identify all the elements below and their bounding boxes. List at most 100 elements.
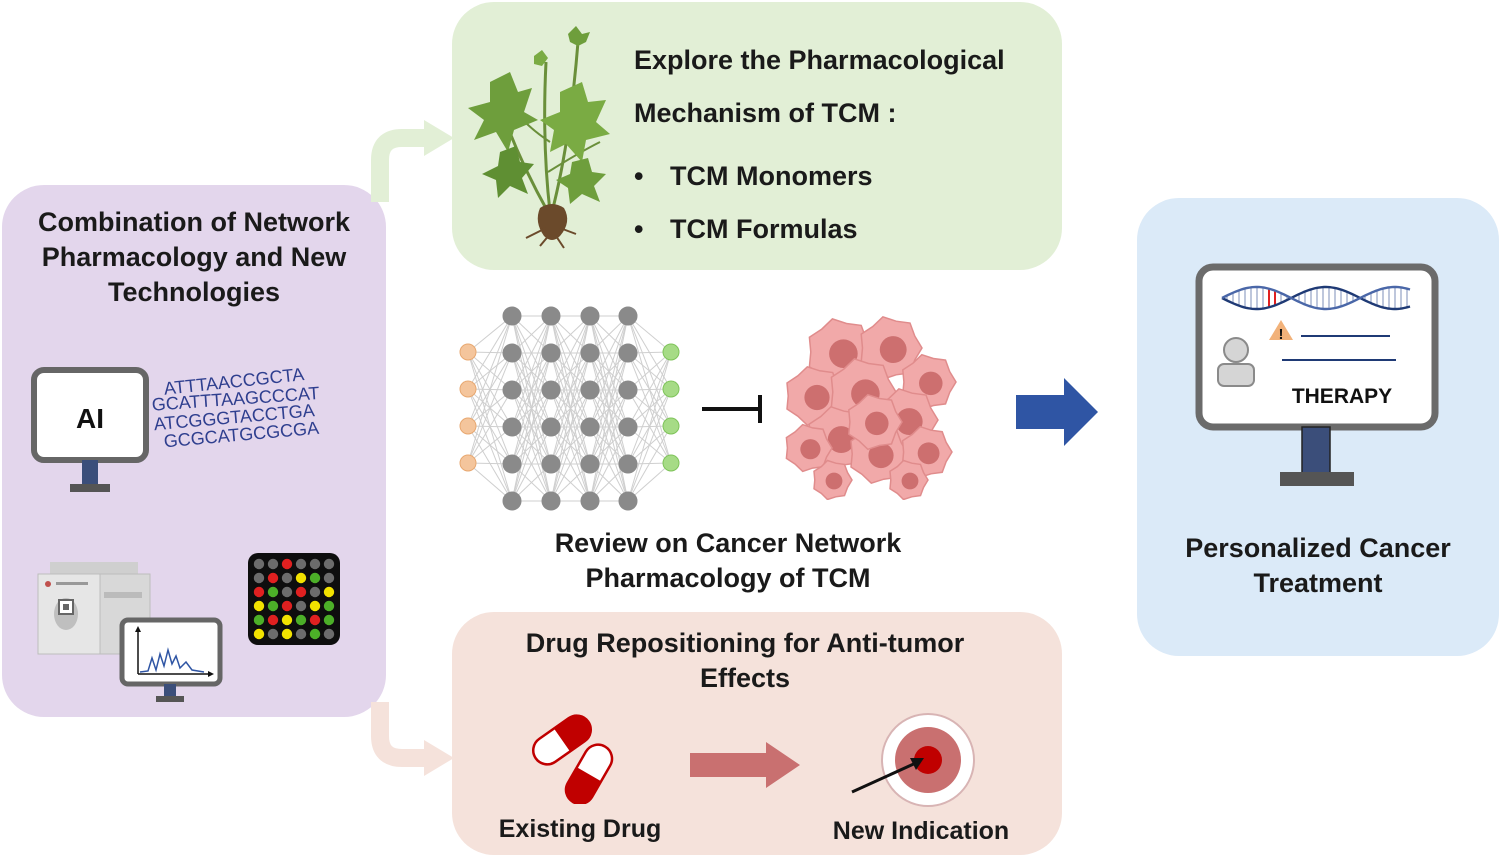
network-edge xyxy=(511,426,552,502)
cancer-cells xyxy=(785,315,957,500)
herb-plant-icon xyxy=(468,26,610,249)
neural-network-nodes xyxy=(459,306,680,511)
network-edge xyxy=(550,426,591,502)
cell-nucleus xyxy=(879,336,907,364)
network-node xyxy=(618,343,638,363)
network-node xyxy=(662,454,680,472)
microarray-spot xyxy=(267,572,279,584)
network-node xyxy=(541,343,561,363)
network-edge xyxy=(589,315,629,391)
cell-nucleus xyxy=(825,472,843,490)
tcm-bullet-label: TCM Formulas xyxy=(670,214,858,244)
network-node xyxy=(502,454,522,474)
network-edge xyxy=(627,425,672,502)
blue-right-arrow-icon xyxy=(1016,378,1098,446)
network-node xyxy=(459,343,477,361)
tcm-bullet-label: TCM Monomers xyxy=(670,161,873,191)
microarray-spot xyxy=(309,600,321,612)
curved-arrow-bottom xyxy=(371,702,454,776)
microarray-spot xyxy=(309,586,321,598)
dna-sequence-icon: ATTTAACCGCTA GCATTTAAGCCCAT ATCGGGTACCTG… xyxy=(151,364,320,451)
microarray-spot xyxy=(281,600,293,612)
center-caption-line: Pharmacology of TCM xyxy=(585,563,871,593)
network-node xyxy=(580,306,600,326)
network-node xyxy=(541,454,561,474)
network-edge xyxy=(467,315,513,464)
microarray-spot xyxy=(253,586,265,598)
network-edge xyxy=(511,315,552,465)
cell-nucleus xyxy=(895,408,923,436)
microarray-spot xyxy=(323,628,335,640)
network-edge xyxy=(550,315,591,465)
network-edge xyxy=(589,315,629,465)
network-node xyxy=(580,454,600,474)
network-edge xyxy=(627,462,672,502)
existing-drug-label: Existing Drug xyxy=(498,815,662,843)
microarray-spot xyxy=(295,614,307,626)
network-edge xyxy=(627,351,672,428)
microarray-spot xyxy=(281,586,293,598)
network-node xyxy=(541,417,561,437)
microarray-spot xyxy=(253,572,265,584)
left-title-line: Pharmacology and New xyxy=(41,242,347,272)
cell-nucleus xyxy=(829,339,858,368)
microarray-spot xyxy=(309,558,321,570)
microarray-spot xyxy=(323,586,335,598)
network-node xyxy=(502,380,522,400)
drug-title-line: Drug Repositioning for Anti-tumor xyxy=(525,628,965,658)
dna-helix-icon xyxy=(1221,285,1411,311)
target-icon xyxy=(851,713,975,807)
network-node xyxy=(580,417,600,437)
network-edge xyxy=(589,315,629,428)
right-caption: Personalized Cancer Treatment xyxy=(1137,531,1499,601)
network-node xyxy=(662,343,680,361)
microarray-spot xyxy=(323,558,335,570)
center-caption-line: Review on Cancer Network xyxy=(554,528,902,558)
microarray-spot xyxy=(295,572,307,584)
network-node xyxy=(502,306,522,326)
network-edge xyxy=(511,315,552,428)
microarray-spot xyxy=(267,586,279,598)
right-caption-line: Personalized Cancer xyxy=(1185,533,1451,563)
curved-arrow-top xyxy=(371,120,454,202)
left-panel-title: Combination of Network Pharmacology and … xyxy=(2,205,386,310)
left-title-line: Combination of Network xyxy=(38,207,350,237)
right-caption-line: Treatment xyxy=(1253,568,1383,598)
tcm-bullet-item: •TCM Formulas xyxy=(634,203,873,256)
cancer-cell-cluster-icon xyxy=(785,315,957,500)
microarray-spot xyxy=(267,558,279,570)
drug-title-line: Effects xyxy=(699,663,791,693)
therapy-monitor-icon: ! THERAPY xyxy=(1195,263,1439,486)
network-node xyxy=(541,380,561,400)
microarray-spot xyxy=(267,628,279,640)
microarray-spot xyxy=(253,614,265,626)
microarray-spot xyxy=(309,628,321,640)
microarray-spot xyxy=(253,600,265,612)
cell-nucleus xyxy=(917,442,940,465)
tcm-title-line: Mechanism of TCM : xyxy=(634,98,897,128)
network-node xyxy=(541,491,561,511)
network-node xyxy=(580,380,600,400)
network-edge xyxy=(550,315,591,428)
tcm-bullets: •TCM Monomers •TCM Formulas xyxy=(634,150,873,256)
network-node xyxy=(502,417,522,437)
ai-label: AI xyxy=(76,403,104,434)
microarray-spot xyxy=(281,628,293,640)
network-edge xyxy=(511,352,552,502)
microarray-spot xyxy=(281,558,293,570)
network-node xyxy=(618,454,638,474)
new-indication-label: New Indication xyxy=(832,817,1010,845)
network-node xyxy=(459,380,477,398)
tcm-title: Explore the Pharmacological Mechanism of… xyxy=(634,34,1005,140)
dna-strand xyxy=(1221,285,1411,311)
cell-nucleus xyxy=(865,411,889,436)
network-edge xyxy=(627,388,672,502)
network-edge xyxy=(467,315,513,427)
microarray-spot xyxy=(295,628,307,640)
cell-nucleus xyxy=(868,442,894,469)
network-edge xyxy=(511,315,552,391)
microarray-spot xyxy=(281,572,293,584)
network-edge xyxy=(467,352,513,464)
network-edge xyxy=(589,389,629,502)
microarray-spot xyxy=(295,586,307,598)
